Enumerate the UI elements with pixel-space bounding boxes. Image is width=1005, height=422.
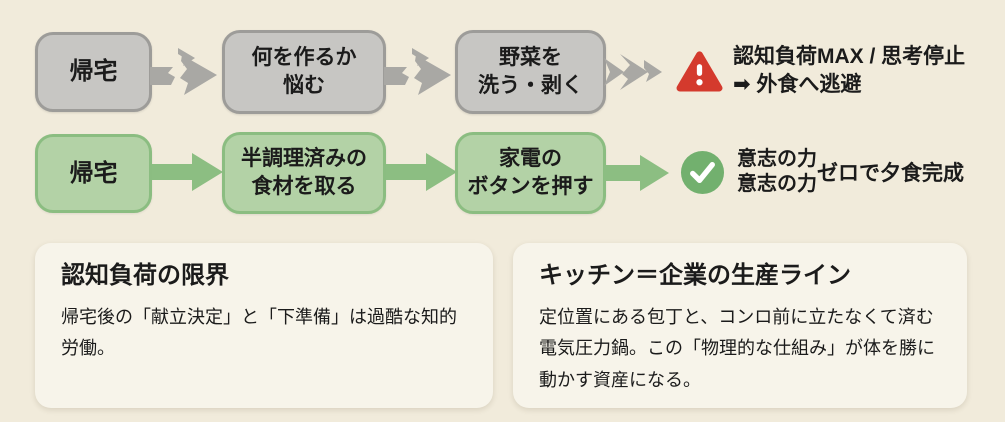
step-label: 悩む [283,74,325,97]
step-label: ボタンを押す [467,175,594,198]
check-circle-icon [680,150,725,195]
step-label: 野菜を [499,46,562,70]
fail-result-line1: 認知負荷MAX / 思考停止 [733,45,966,68]
win-result-text: 意志の力 意志の力 ゼロで夕食完成 [737,146,964,198]
step-label: 半調理済みの [241,147,367,171]
solid-arrow-icon [386,153,457,191]
step-label: 何を作るか [251,46,357,70]
double-broken-arrow-icon [604,54,662,90]
step-label: 帰宅 [69,58,118,86]
fail-step-home: 帰宅 [35,32,152,112]
warning-triangle-icon [676,51,723,92]
card-body: 定位置にある包丁と、コンロ前に立たなくて済む電気圧力鍋。この「物理的な仕組み」が… [539,306,935,390]
card-body: 帰宅後の「献立決定」と「下準備」は過酷な知的労働。 [61,306,457,359]
broken-arrow-icon [150,48,217,95]
step-label: 洗う・剥く [478,74,583,97]
step-label: 食材を取る [251,175,357,198]
card-cognitive-load: 認知負荷の限界 帰宅後の「献立決定」と「下準備」は過酷な知的労働。 [35,243,493,408]
card-kitchen-production-line: キッチン＝企業の生産ライン 定位置にある包丁と、コンロ前に立たなくて済む電気圧力… [513,243,967,408]
fail-step-prep: 野菜を 洗う・剥く [455,30,606,114]
win-step-push-button: 家電の ボタンを押す [455,132,606,214]
win-result-stack-line2: 意志の力 [737,173,817,195]
fail-result-line2: ➡ 外食へ逃避 [733,73,862,96]
step-label: 帰宅 [69,159,118,187]
win-result-suffix: ゼロで夕食完成 [817,162,964,185]
solid-arrow-icon [152,153,223,191]
card-title: キッチン＝企業の生産ライン [539,262,851,289]
card-title: 認知負荷の限界 [61,262,229,289]
step-label: 家電の [499,147,562,171]
win-step-grab-ingredients: 半調理済みの 食材を取る [222,132,386,214]
broken-arrow-icon [384,48,451,95]
fail-result-text: 認知負荷MAX / 思考停止 ➡ 外食へ逃避 [733,43,965,99]
win-step-home: 帰宅 [35,134,152,213]
win-result-stack: 意志の力 意志の力 [737,147,817,197]
win-result-stack-line1: 意志の力 [737,148,817,170]
solid-arrow-icon [604,155,669,191]
fail-step-decide: 何を作るか 悩む [222,30,386,114]
